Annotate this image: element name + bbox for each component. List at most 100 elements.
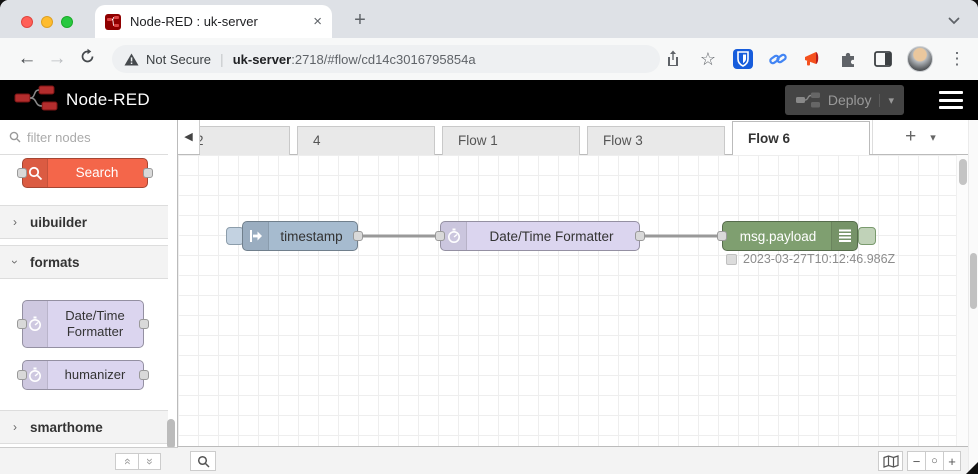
- flow-tab-flow6-active[interactable]: Flow 6: [732, 121, 870, 155]
- expand-all-button[interactable]: »: [138, 453, 161, 470]
- forward-button[interactable]: →: [47, 48, 67, 69]
- category-label: smarthome: [30, 419, 103, 435]
- url-path: :2718/#flow/cd14c3016795854a: [291, 51, 476, 67]
- navigator-map-button[interactable]: [878, 451, 903, 471]
- zoom-reset-button[interactable]: ○: [925, 451, 943, 471]
- macos-close-button[interactable]: [21, 16, 33, 28]
- deploy-options-caret-icon[interactable]: ▾: [879, 93, 894, 107]
- node-output-port[interactable]: [353, 231, 363, 241]
- debug-node-status: 2023-03-27T10:12:46.986Z: [726, 252, 895, 266]
- chevron-right-icon: ›: [13, 215, 17, 229]
- browser-tabstrip: Node-RED : uk-server × +: [0, 0, 978, 38]
- link-extension-icon[interactable]: [767, 48, 789, 70]
- back-button[interactable]: ←: [17, 48, 37, 69]
- flow-workspace: ◀ 2 4 Flow 1 Flow 3 Flow 6 + ▾: [178, 120, 968, 474]
- megaphone-extension-icon[interactable]: [802, 48, 824, 70]
- side-panel-icon[interactable]: [872, 48, 894, 70]
- new-tab-button[interactable]: +: [354, 9, 366, 31]
- palette-filter-input[interactable]: [27, 129, 147, 145]
- palette-node-humanizer[interactable]: humanizer: [17, 360, 149, 390]
- extensions-puzzle-icon[interactable]: [837, 48, 859, 70]
- workspace-footer: − ○ +: [178, 446, 968, 474]
- add-flow-button[interactable]: +: [905, 126, 917, 147]
- node-output-port[interactable]: [139, 370, 149, 380]
- browser-menu-icon[interactable]: ⋮: [948, 49, 966, 68]
- share-icon[interactable]: [662, 48, 684, 70]
- palette-scrollbar[interactable]: [167, 419, 175, 449]
- status-indicator: [726, 253, 737, 265]
- deploy-label: Deploy: [827, 92, 872, 108]
- timer-icon: [23, 361, 48, 389]
- canvas-vertical-scrollbar[interactable]: [956, 155, 968, 446]
- tab-search-chevron-icon[interactable]: [948, 12, 960, 30]
- browser-page-scrollbar[interactable]: [968, 120, 978, 474]
- toolbar-extensions-area: ☆ ⋮: [662, 38, 968, 80]
- node-palette: Search › uibuilder › formats Date/Time F…: [0, 120, 178, 474]
- browser-tab[interactable]: Node-RED : uk-server ×: [95, 5, 332, 38]
- palette-node-label: Date/Time Formatter: [65, 307, 125, 339]
- deploy-icon: [795, 92, 821, 108]
- macos-zoom-button[interactable]: [61, 16, 73, 28]
- category-label: uibuilder: [30, 214, 87, 230]
- node-label: timestamp: [280, 228, 343, 244]
- flow-tab-2[interactable]: 2: [200, 126, 290, 155]
- flow-tabs: 2 4 Flow 1 Flow 3 Flow 6: [200, 120, 872, 155]
- node-input-port[interactable]: [17, 319, 27, 329]
- palette-filter[interactable]: [0, 120, 168, 155]
- scrollbar-thumb[interactable]: [959, 159, 967, 185]
- zoom-out-button[interactable]: −: [907, 451, 925, 471]
- collapse-all-button[interactable]: «: [115, 453, 138, 470]
- node-label: Date/Time Formatter: [489, 228, 614, 244]
- flow-list-caret-icon[interactable]: ▾: [930, 131, 936, 144]
- palette-category-smarthome[interactable]: › smarthome: [0, 410, 168, 444]
- node-output-port[interactable]: [635, 231, 645, 241]
- flow-tab-flow1[interactable]: Flow 1: [442, 126, 580, 155]
- main-menu-button[interactable]: [938, 89, 964, 111]
- not-secure-warning-icon: [124, 53, 139, 66]
- close-tab-icon[interactable]: ×: [313, 13, 322, 30]
- debug-toggle-button[interactable]: [858, 227, 876, 245]
- tab-scroll-left-button[interactable]: ◀: [178, 120, 200, 154]
- node-red-header: Node-RED Deploy ▾: [0, 80, 978, 120]
- address-bar[interactable]: Not Secure | uk-server:2718/#flow/cd14c3…: [112, 45, 660, 73]
- palette-node-datetime-formatter[interactable]: Date/Time Formatter: [17, 300, 149, 348]
- inject-node-timestamp[interactable]: timestamp: [242, 221, 358, 251]
- bitwarden-extension-icon[interactable]: [732, 48, 754, 70]
- chevron-down-icon: ›: [8, 260, 22, 264]
- node-red-favicon: [105, 13, 121, 30]
- node-output-port[interactable]: [139, 319, 149, 329]
- flow-tab-flow3[interactable]: Flow 3: [587, 126, 725, 155]
- deploy-button[interactable]: Deploy ▾: [784, 85, 904, 115]
- reload-button[interactable]: [72, 48, 102, 71]
- debug-node-msg-payload[interactable]: msg.payload: [722, 221, 858, 251]
- node-red-logo: [14, 85, 58, 116]
- canvas-search-button[interactable]: [190, 451, 216, 471]
- node-input-port[interactable]: [17, 168, 27, 178]
- node-input-port[interactable]: [717, 231, 727, 241]
- scrollbar-thumb[interactable]: [970, 253, 977, 309]
- zoom-in-button[interactable]: +: [943, 451, 961, 471]
- flow-tabbar: ◀ 2 4 Flow 1 Flow 3 Flow 6 + ▾: [178, 120, 968, 155]
- search-icon: [23, 159, 48, 187]
- flow-canvas[interactable]: timestamp Date/Time Formatter msg.payloa…: [178, 155, 956, 474]
- formatter-node[interactable]: Date/Time Formatter: [440, 221, 640, 251]
- flow-wires: [358, 234, 722, 238]
- flow-tab-4[interactable]: 4: [297, 126, 435, 155]
- inject-arrow-icon: [243, 222, 269, 250]
- bookmark-star-icon[interactable]: ☆: [699, 48, 717, 69]
- url-host: uk-server: [232, 51, 292, 67]
- palette-node-search[interactable]: Search: [17, 158, 153, 188]
- url-divider: |: [220, 51, 224, 67]
- timer-icon: [23, 301, 48, 347]
- search-icon: [9, 131, 21, 143]
- palette-category-formats[interactable]: › formats: [0, 245, 168, 279]
- node-input-port[interactable]: [17, 370, 27, 380]
- category-label: formats: [30, 254, 80, 270]
- node-input-port[interactable]: [435, 231, 445, 241]
- profile-avatar[interactable]: [907, 46, 933, 72]
- palette-category-uibuilder[interactable]: › uibuilder: [0, 205, 168, 239]
- browser-toolbar: ← → Not Secure | uk-server:2718/#flow/cd…: [0, 38, 978, 80]
- window-corner: [966, 462, 978, 474]
- macos-minimize-button[interactable]: [41, 16, 53, 28]
- node-output-port[interactable]: [143, 168, 153, 178]
